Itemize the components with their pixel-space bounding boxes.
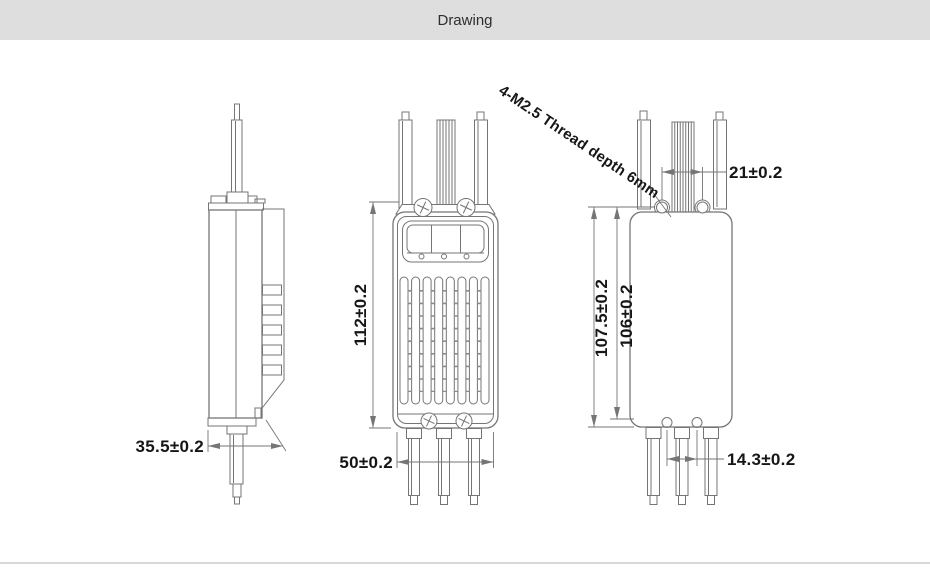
back-top-wire-left [639, 110, 648, 121]
heatsink-notches [262, 284, 282, 376]
screw-icon [420, 412, 438, 430]
page-title: Drawing [437, 11, 493, 29]
side-bottom-wire [226, 425, 248, 435]
mount-hole [696, 201, 709, 214]
mount-height-dimension: 107.5±0.2 [588, 206, 655, 428]
front-view [392, 111, 499, 505]
connector-block [402, 220, 489, 263]
mount-hole [661, 417, 673, 428]
mount-hole [691, 417, 703, 428]
top-hole-spacing-dimension: 21±0.2 [661, 163, 783, 200]
screw-icon [455, 412, 473, 430]
hole-height-label: 106±0.2 [617, 284, 636, 347]
front-height-label: 112±0.2 [351, 284, 370, 347]
bottom-hole-spacing-dimension: 14.3±0.2 [666, 430, 795, 469]
mount-height-label: 107.5±0.2 [592, 279, 611, 357]
front-body [392, 211, 499, 429]
front-width-dimension: 50±0.2 [339, 432, 494, 472]
heatsink-fins [399, 276, 490, 405]
thread-leader-line [650, 189, 672, 218]
hole-height-dimension: 106±0.2 [610, 207, 636, 420]
front-width-label: 50±0.2 [339, 453, 393, 472]
header-bar: Drawing [0, 0, 930, 40]
screw-icon [413, 198, 433, 217]
mount-hole [656, 201, 668, 214]
side-width-dimension: 35.5±0.2 [136, 419, 287, 456]
back-view [629, 110, 733, 505]
side-view [207, 103, 285, 505]
bottom-divider [0, 562, 930, 564]
side-width-label: 35.5±0.2 [136, 437, 204, 456]
back-body [629, 211, 733, 428]
back-bottom-wires [645, 427, 719, 505]
front-height-dimension: 112±0.2 [351, 201, 399, 429]
bottom-hole-spacing-label: 14.3±0.2 [727, 450, 795, 469]
front-bottom-wires [406, 428, 482, 505]
screw-icon [456, 198, 476, 217]
top-hole-spacing-label: 21±0.2 [729, 163, 783, 182]
